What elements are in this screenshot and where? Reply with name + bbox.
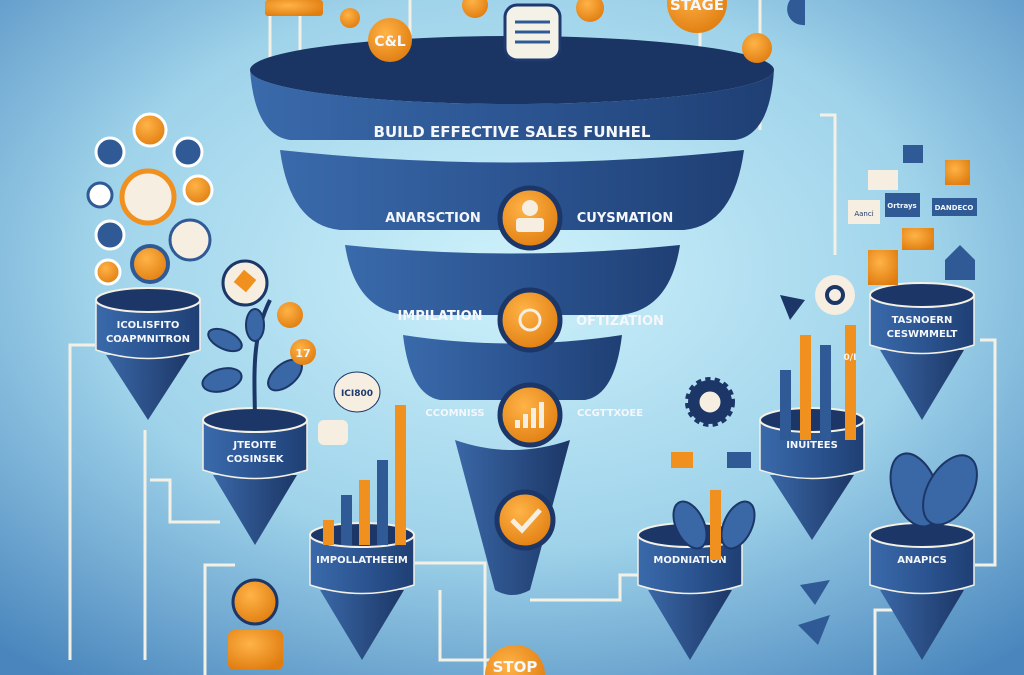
pie-chart-icon [787, 0, 805, 26]
small-funnel: ANAPICS [869, 522, 975, 660]
location-pin-icon [815, 275, 855, 315]
small-funnel-label: MODNIATION [653, 555, 726, 566]
small-funnel: JTEOITE COSINSEK [202, 407, 308, 545]
info-bubble-label: ICI800 [341, 389, 373, 399]
small-funnel: IMPOLLATHEEIM [309, 522, 415, 660]
bar-shape [323, 520, 334, 545]
small-funnel-label: COAPMNITRON [106, 334, 190, 345]
cylinder-icon [228, 630, 283, 670]
orange-dot-icon [340, 8, 360, 28]
stop-badge-label: STOP [493, 658, 538, 675]
tool-icon [462, 0, 488, 18]
number-badge [290, 339, 316, 365]
card-2-label: Ortrays [887, 202, 916, 210]
cl-badge [368, 18, 412, 62]
bar-shape [820, 345, 831, 440]
bar-shape [780, 370, 791, 440]
icon-cluster [86, 112, 214, 286]
checkmark-icon [494, 489, 556, 551]
diamond-shape [800, 580, 830, 605]
mail-icon [576, 0, 604, 22]
bar-shape [710, 490, 721, 560]
target-badge-icon [742, 33, 772, 63]
small-funnel: TASNOERN CESWMMELT [869, 282, 975, 420]
small-funnel: ICOLISFITO COAPMNITRON [95, 287, 201, 420]
target-icon [497, 287, 563, 353]
stage-badge [667, 0, 727, 33]
arrow-kite-icon [780, 295, 805, 320]
info-bubble [333, 371, 381, 413]
tier-3-left-label: CCOMNISS [425, 408, 484, 419]
customer-icon [231, 578, 279, 626]
small-funnel-label: ANAPICS [897, 555, 947, 566]
funnel-title: BUILD EFFECTIVE SALES FUNHEL [374, 123, 651, 141]
envelope-icon [671, 452, 693, 468]
bar-chart-icon [497, 382, 563, 448]
tier-1-right-label: CUYSMATION [577, 211, 674, 226]
funnel-tier-1 [280, 150, 744, 230]
bar-shape [395, 405, 406, 545]
plant-stem [252, 299, 272, 426]
diamond-shape [798, 615, 830, 645]
card-1-label: Aanci [854, 210, 873, 218]
orange-badge-icon [277, 302, 303, 328]
small-funnel-label: INUITEES [786, 440, 838, 451]
stage-badge-label: STAGE [670, 0, 724, 14]
bar-tag-label: 0/I [844, 353, 857, 363]
bar-shape [845, 325, 856, 440]
leaf-icons [201, 308, 978, 550]
small-funnel-label: CESWMMELT [887, 329, 958, 340]
small-funnel-label: TASNOERN [892, 315, 953, 326]
small-funnel-label: IMPOLLATHEEIM [316, 555, 408, 566]
bar-shape [800, 335, 811, 440]
small-funnel-label: JTEOITE [232, 440, 276, 451]
envelope-icon [727, 452, 751, 468]
bar-shape [341, 495, 352, 545]
wifi-icon [318, 420, 348, 445]
funnel-tier-2 [345, 245, 680, 315]
cl-badge-label: C&L [374, 34, 405, 50]
stop-badge [485, 645, 545, 675]
small-funnel-label: ICOLISFITO [117, 320, 180, 331]
tier-1-left-label: ANARSCTION [385, 211, 481, 226]
card-3-label: DANDECO [935, 204, 974, 212]
small-funnel-label: COSINSEK [227, 454, 285, 465]
chart-card-icon [265, 0, 323, 16]
funnel-tier-3 [403, 335, 622, 400]
right-cards: Aanci Ortrays DANDECO [848, 145, 977, 285]
tier-3-right-label: CCGTTXOEE [577, 408, 643, 419]
main-funnel: BUILD EFFECTIVE SALES FUNHEL ANARSCTION … [250, 36, 774, 595]
bar-shape [377, 460, 388, 545]
number-badge-label: 17 [295, 347, 310, 360]
tier-2-left-label: IMPILATION [397, 309, 482, 324]
tier-2-right-label: OFTIZATION [576, 314, 664, 329]
bar-shape [359, 480, 370, 545]
